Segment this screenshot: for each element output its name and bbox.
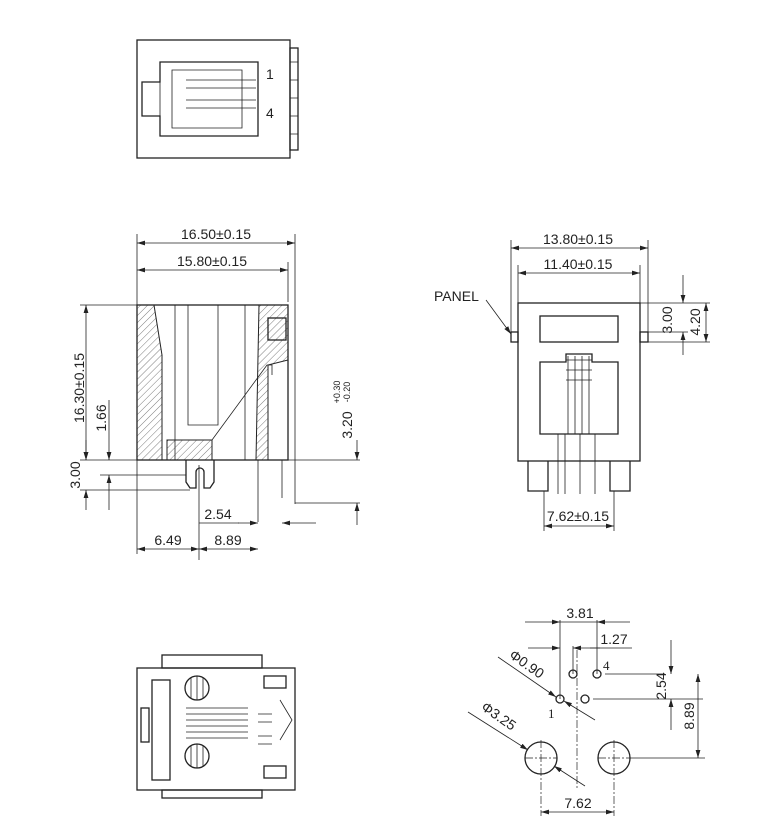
dim-pin-tol-minus: -0.20 (342, 382, 352, 403)
panel-label: PANEL (434, 288, 479, 304)
dim-width-inner: 15.80±0.15 (177, 253, 247, 269)
dim-panel-gap: 3.00 (659, 306, 675, 333)
top-pin-1-label: 1 (266, 66, 274, 82)
dim-pin-offset: 1.27 (600, 631, 627, 647)
dim-row-pitch: 2.54 (653, 672, 669, 699)
top-pin-4-label: 4 (266, 105, 274, 121)
dim-post-distance: 8.89 (681, 702, 697, 729)
dim-height: 16.30±0.15 (71, 353, 87, 423)
dim-row-span: 3.81 (566, 605, 593, 621)
dim-width-outer: 16.50±0.15 (181, 226, 251, 242)
dim-post-spacing: 7.62 (564, 795, 591, 811)
dim-pin-tol-plus: +0.30 (332, 381, 342, 404)
side-view: 16.50±0.15 15.80±0.15 16.30±0.15 1.66 3.… (67, 226, 360, 560)
footprint-pin-4-label: 4 (603, 658, 610, 673)
dim-post-offset: 1.66 (93, 404, 109, 431)
dim-front-width-outer: 13.80±0.15 (543, 231, 613, 247)
dim-pin-hole: Φ0.90 (507, 646, 548, 681)
dim-front-post-spacing: 7.62±0.15 (547, 508, 609, 524)
dim-panel-height: 4.20 (687, 308, 703, 335)
pcb-footprint: 3.81 1.27 Φ0.90 Φ3.25 1 4 2.54 8.89 7.62 (467, 605, 705, 816)
dim-pin-length: 3.20 (339, 411, 355, 438)
dim-front-width-inner: 11.40±0.15 (544, 256, 613, 272)
front-view: 13.80±0.15 11.40±0.15 PANEL 3.00 4.20 7.… (434, 231, 710, 531)
dim-pin-pitch: 2.54 (204, 506, 231, 522)
bottom-view (136, 654, 296, 799)
dim-post-hole: Φ3.25 (479, 698, 520, 733)
footprint-pin-1-label: 1 (548, 706, 555, 721)
dim-post-length: 3.00 (67, 461, 83, 488)
dim-post-pos: 6.49 (154, 532, 181, 548)
top-view: 1 4 (136, 39, 299, 159)
dim-pin-pos: 8.89 (214, 532, 241, 548)
